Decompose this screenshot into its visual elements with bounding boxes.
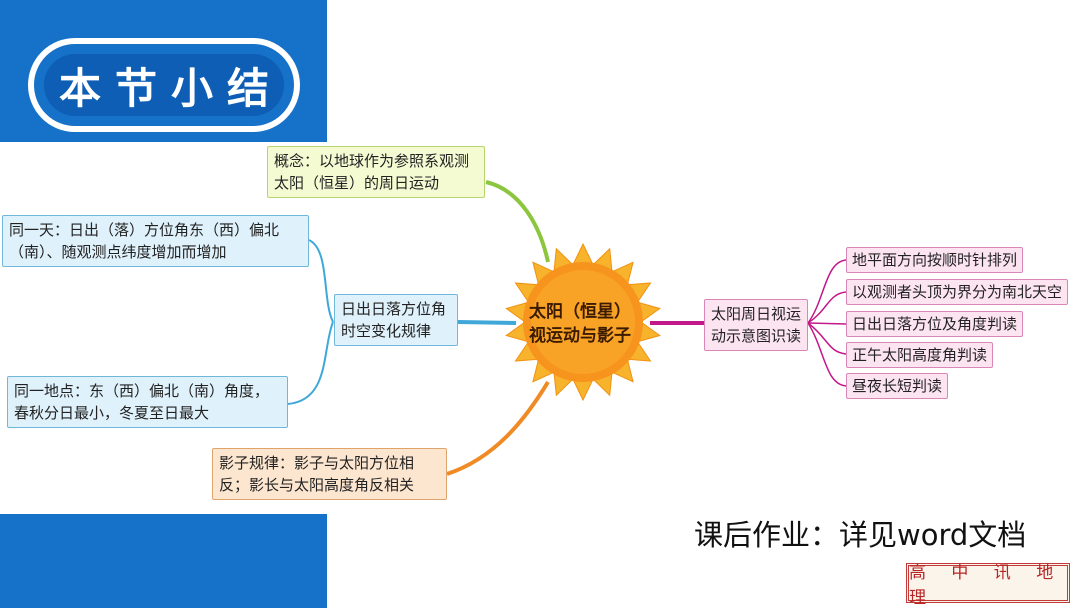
node-same-day: 同一天：日出（落）方位角东（西）偏北 （南）、随观测点纬度增加而增加 xyxy=(2,215,309,267)
connector-right-3 xyxy=(808,323,846,324)
node-shadow: 影子规律：影子与太阳方位相 反；影长与太阳高度角反相关 xyxy=(212,448,447,500)
connector-right-5 xyxy=(808,323,846,386)
connector-right-1 xyxy=(808,260,846,323)
connector-concept xyxy=(486,182,548,262)
brand-seal: 高 中 讯 地 理 xyxy=(906,563,1070,603)
right-item: 昼夜长短判读 xyxy=(846,373,948,399)
right-item: 地平面方向按顺时针排列 xyxy=(846,247,1023,273)
center-topic: 太阳（恒星） 视运动与影子 xyxy=(510,300,650,348)
connector-right-4 xyxy=(808,323,846,354)
right-item: 正午太阳高度角判读 xyxy=(846,342,993,368)
connector-same-day xyxy=(309,240,333,322)
node-concept: 概念：以地球作为参照系观测 太阳（恒星）的周日运动 xyxy=(267,146,485,198)
connector-same-place xyxy=(288,322,333,404)
connector-sunrise-sunset xyxy=(458,322,516,323)
connector-shadow xyxy=(447,382,548,474)
node-sunrise-sunset: 日出日落方位角 时空变化规律 xyxy=(334,294,458,346)
node-same-place: 同一地点：东（西）偏北（南）角度， 春秋分日最小，冬夏至日最大 xyxy=(7,376,288,428)
homework-note: 课后作业：详见word文档 xyxy=(694,512,1026,554)
connector-right-2 xyxy=(808,292,846,323)
right-item: 日出日落方位及角度判读 xyxy=(846,311,1023,337)
right-item: 以观测者头顶为界分为南北天空 xyxy=(846,279,1068,305)
node-diagram-reading: 太阳周日视运 动示意图识读 xyxy=(704,299,808,351)
